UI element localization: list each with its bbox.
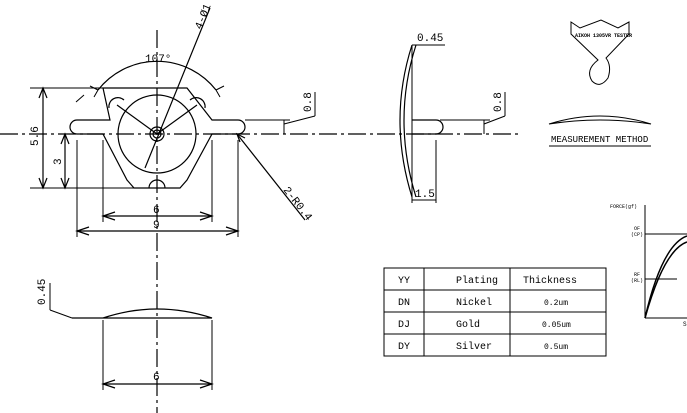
rl-label: (RL): [631, 278, 643, 284]
dome-outline: [69, 87, 246, 189]
bottom-view: [49, 283, 214, 390]
table-header-thickness: Thickness: [523, 275, 577, 287]
table-cell: 0.2um: [544, 299, 568, 308]
table-cell: Gold: [456, 319, 480, 331]
side-depth-label: 1.5: [415, 189, 435, 201]
tester-figure: [548, 19, 652, 147]
angle-arc: [97, 60, 217, 91]
bottom-thickness-label: 0.45: [37, 279, 49, 305]
radius-leader: [236, 133, 306, 221]
cp-label: (CP): [631, 232, 643, 238]
bottom-width-label: 6: [153, 372, 160, 384]
dimple-bottom: [148, 179, 166, 189]
width-outer-label: 9: [153, 220, 160, 232]
front-view: [0, 7, 520, 413]
table-cell: Nickel: [456, 297, 492, 309]
dimple-top-left: [108, 97, 125, 109]
hole-label: 4-Ø1: [194, 2, 215, 31]
spoke: [156, 104, 198, 135]
width-inner-label: 6: [153, 205, 160, 217]
table-cell: DN: [398, 298, 410, 309]
side-view: [399, 44, 506, 203]
measured-dome: [548, 115, 652, 125]
tab-height-label: 0.8: [303, 92, 315, 112]
height-total-label: 5.6: [30, 126, 42, 146]
rf-label: RF: [634, 272, 640, 278]
of-label: OF: [634, 226, 640, 232]
height-lower-label: 3: [53, 158, 65, 165]
side-tab-height-label: 0.8: [493, 92, 505, 112]
side-profile-inner: [403, 44, 417, 198]
bottom-profile: [72, 308, 213, 319]
table-cell: 0.5um: [544, 343, 568, 352]
side-thickness-label: 0.45: [417, 33, 443, 45]
hole-leader: [144, 7, 211, 169]
table-cell: DJ: [398, 320, 410, 331]
tab-radius-label: 2-R0.4: [280, 185, 314, 224]
table-header-plating: Plating: [456, 275, 498, 287]
measurement-caption: MEASUREMENT METHOD: [551, 135, 648, 145]
plating-table: [383, 267, 607, 357]
stroke-axis-label: S: [683, 321, 687, 328]
center-hole: [149, 126, 165, 142]
table-header-yy: YY: [398, 276, 410, 287]
spoke: [116, 104, 158, 135]
table-cell: DY: [398, 342, 410, 353]
table-cell: Silver: [456, 341, 492, 353]
tester-label: AIKOH 1305VR TESTER: [575, 33, 632, 39]
side-profile-outer: [399, 44, 413, 198]
force-axis-label: FORCE(gf): [610, 204, 637, 210]
force-graph: [644, 205, 687, 319]
angle-label: 107°: [145, 54, 171, 66]
table-cell: 0.05um: [542, 321, 571, 330]
inner-circle: [117, 94, 197, 174]
dimple-top-right: [189, 97, 206, 109]
side-tab: [412, 119, 444, 135]
